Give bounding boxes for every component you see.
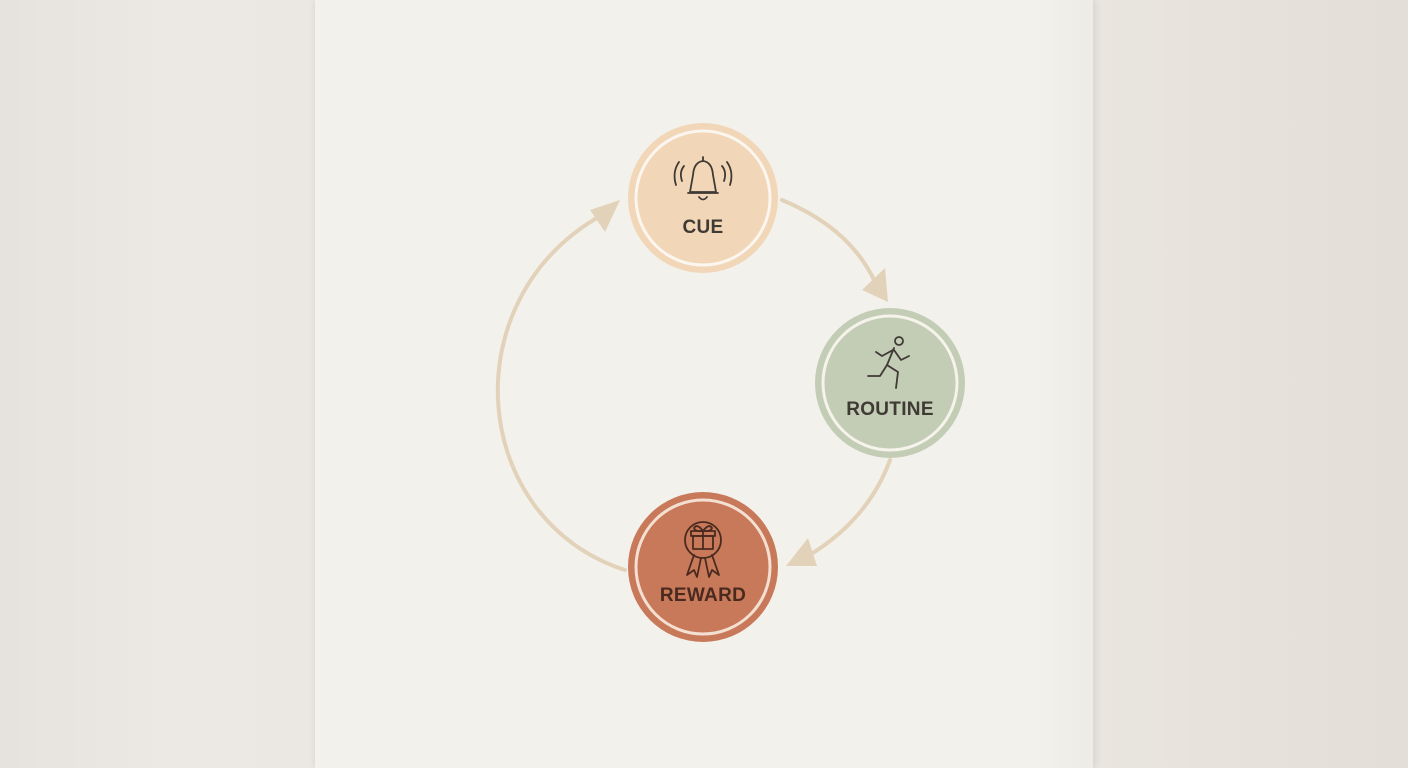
running-person-icon <box>867 336 910 389</box>
node-reward-circle <box>628 492 778 642</box>
loop-arrows <box>495 198 892 572</box>
arrow-reward-to-cue <box>495 213 627 572</box>
sheet-shade <box>1033 0 1093 768</box>
node-routine-ring <box>821 314 959 452</box>
node-cue: CUE <box>628 123 778 273</box>
gift-badge-icon <box>684 521 722 578</box>
arrow-routine-to-reward <box>806 458 892 558</box>
node-reward-ring <box>634 498 772 636</box>
node-reward: REWARD <box>628 492 778 642</box>
arrowhead-cue <box>590 200 620 232</box>
node-routine: ROUTINE <box>815 308 965 458</box>
arrowhead-routine <box>862 268 888 302</box>
bell-icon <box>673 156 733 201</box>
node-routine-label: ROUTINE <box>846 399 934 420</box>
node-routine-circle <box>815 308 965 458</box>
node-cue-circle <box>628 123 778 273</box>
arrow-heads <box>590 200 888 566</box>
arrowhead-reward <box>786 538 817 566</box>
node-cue-label: CUE <box>682 217 723 238</box>
node-reward-label: REWARD <box>660 585 746 606</box>
arrow-cue-to-routine <box>780 198 877 284</box>
node-cue-ring <box>634 129 772 267</box>
